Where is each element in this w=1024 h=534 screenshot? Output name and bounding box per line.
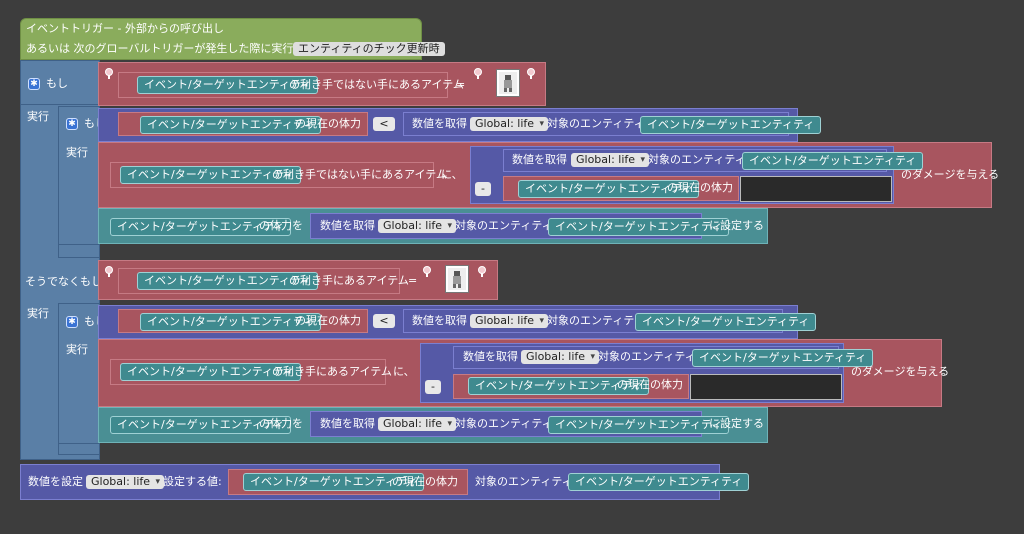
entity-pill[interactable]: イベント/ターゲットエンティティ — [120, 363, 302, 381]
entity-pill[interactable]: イベント/ターゲットエンティティ — [692, 349, 874, 367]
offhand-item-label: の利き手ではない手にあるアイテム — [272, 168, 447, 181]
entity-pill[interactable]: イベント/ターゲットエンティティ — [140, 313, 322, 331]
inner-if-footer-1 — [58, 244, 100, 258]
get-number-label: 数値を取得 — [412, 117, 467, 130]
trigger-dropdown[interactable]: エンティティのチック更新時 — [293, 42, 445, 56]
of-entity-label: 対象のエンティティ: — [598, 350, 700, 363]
entity-pill[interactable]: イベント/ターゲットエンティティ — [640, 116, 822, 134]
pin-icon — [105, 266, 113, 277]
item-icon[interactable] — [445, 265, 469, 293]
of-entity-label: 対象のエンティティ: — [475, 475, 577, 488]
mainhand-item-label: の利き手にあるアイテム — [289, 274, 409, 287]
less-than-dropdown[interactable]: < — [373, 314, 395, 328]
entity-pill[interactable]: イベント/ターゲットエンティティ — [137, 76, 319, 94]
entity-pill[interactable]: イベント/ターゲットエンティティ — [568, 473, 750, 491]
empty-slot[interactable] — [740, 176, 892, 202]
current-health-label: の現在の体力 — [295, 117, 361, 130]
minus-dropdown[interactable]: - — [475, 182, 491, 196]
current-health-label: の現在の体力 — [295, 314, 361, 327]
entity-pill[interactable]: イベント/ターゲットエンティティ — [548, 218, 730, 236]
entity-pill[interactable]: イベント/ターゲットエンティティ — [140, 116, 322, 134]
set-to-label: に設定する — [709, 219, 764, 232]
entity-pill[interactable]: イベント/ターゲットエンティティ — [110, 218, 292, 236]
pin-icon — [423, 266, 431, 277]
get-number-label: 数値を取得 — [512, 153, 567, 166]
of-entity-label: 対象のエンティティ: — [455, 417, 557, 430]
deal-damage-label: のダメージを与える — [851, 365, 950, 378]
pin-icon — [105, 68, 113, 79]
event-title: イベントトリガー - 外部からの呼び出し — [26, 22, 224, 35]
of-entity-label: 対象のエンティティ: — [547, 117, 649, 130]
variable-dropdown[interactable]: Global: life — [378, 219, 457, 233]
gear-icon[interactable]: ✱ — [28, 78, 40, 90]
variable-dropdown[interactable]: Global: life — [571, 153, 650, 167]
entity-pill[interactable]: イベント/ターゲットエンティティ — [243, 473, 425, 491]
current-health-label: の現在の体力 — [617, 378, 683, 391]
variable-dropdown[interactable]: Global: life — [521, 350, 600, 364]
variable-dropdown[interactable]: Global: life — [470, 117, 549, 131]
get-number-label: 数値を取得 — [320, 417, 375, 430]
get-number-label: 数値を取得 — [412, 314, 467, 327]
inner-if-footer-2 — [58, 443, 100, 455]
variable-dropdown[interactable]: Global: life — [378, 417, 457, 431]
set-value-label: 設定する値: — [163, 475, 222, 488]
entity-pill[interactable]: イベント/ターゲットエンティティ — [635, 313, 817, 331]
offhand-item-label: の利き手ではない手にあるアイテム — [289, 78, 464, 91]
pin-icon — [474, 68, 482, 79]
to-label: に、 — [393, 365, 415, 378]
mainhand-item-label: の利き手にあるアイテム — [272, 365, 392, 378]
pin-icon — [478, 266, 486, 277]
gear-icon[interactable]: ✱ — [66, 316, 78, 328]
entity-pill[interactable]: イベント/ターゲットエンティティ — [137, 272, 319, 290]
item-icon[interactable] — [496, 69, 520, 97]
inner-if-block-2[interactable] — [58, 303, 100, 453]
of-entity-label: 対象のエンティティ: — [455, 219, 557, 232]
do-label: 実行 — [27, 110, 49, 123]
entity-pill[interactable]: イベント/ターゲットエンティティ — [548, 416, 730, 434]
variable-dropdown[interactable]: Global: life — [86, 475, 165, 489]
event-subtitle: あるいは 次のグローバルトリガーが発生した際に実行される: — [26, 42, 331, 55]
current-health-label: の現在の体力 — [667, 181, 733, 194]
equals-label: = — [456, 78, 466, 91]
do-label: 実行 — [66, 343, 88, 356]
entity-pill[interactable]: イベント/ターゲットエンティティ — [120, 166, 302, 184]
of-entity-label: 対象のエンティティ: — [648, 153, 750, 166]
pin-icon — [527, 68, 535, 79]
do-label-2: 実行 — [27, 307, 49, 320]
equals-label: = — [408, 274, 418, 287]
event-trigger-block[interactable] — [20, 18, 422, 60]
variable-dropdown[interactable]: Global: life — [470, 314, 549, 328]
set-number-label: 数値を設定 — [28, 475, 83, 488]
if-label: もし — [46, 77, 68, 90]
of-entity-label: 対象のエンティティ: — [547, 314, 649, 327]
entity-pill[interactable]: イベント/ターゲットエンティティ — [110, 416, 292, 434]
set-to-label: に設定する — [709, 417, 764, 430]
deal-damage-label: のダメージを与える — [901, 168, 1000, 181]
minus-dropdown[interactable]: - — [425, 380, 441, 394]
to-label: に、 — [441, 168, 463, 181]
else-if-label: そうでなくもし — [25, 275, 102, 288]
empty-slot[interactable] — [690, 374, 842, 400]
entity-pill[interactable]: イベント/ターゲットエンティティ — [742, 152, 924, 170]
health-of-label: の体力を — [259, 219, 303, 232]
get-number-label: 数値を取得 — [463, 350, 518, 363]
entity-pill[interactable]: イベント/ターゲットエンティティ — [468, 377, 650, 395]
health-of-label: の体力を — [259, 417, 303, 430]
entity-pill[interactable]: イベント/ターゲットエンティティ — [518, 180, 700, 198]
gear-icon[interactable]: ✱ — [66, 118, 78, 130]
current-health-label: の現在の体力 — [392, 475, 458, 488]
get-number-label: 数値を取得 — [320, 219, 375, 232]
do-label: 実行 — [66, 146, 88, 159]
inner-if-block-1[interactable] — [58, 106, 100, 256]
less-than-dropdown[interactable]: < — [373, 117, 395, 131]
